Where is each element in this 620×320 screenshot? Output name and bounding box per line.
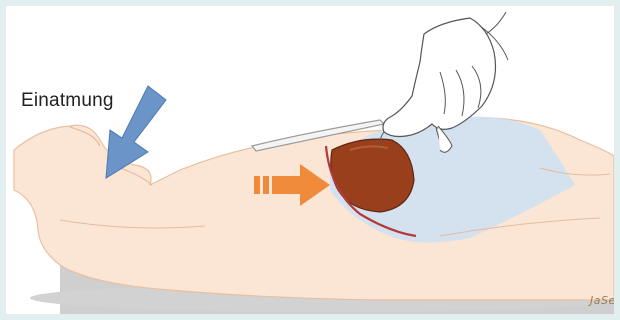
inhalation-label: Einatmung	[21, 90, 114, 112]
liver-palpation-illustration	[6, 6, 614, 314]
inhale-arrow-icon	[106, 86, 166, 178]
illustration-frame: Einatmung JaSe	[6, 6, 614, 314]
artist-signature: JaSe	[590, 294, 614, 307]
